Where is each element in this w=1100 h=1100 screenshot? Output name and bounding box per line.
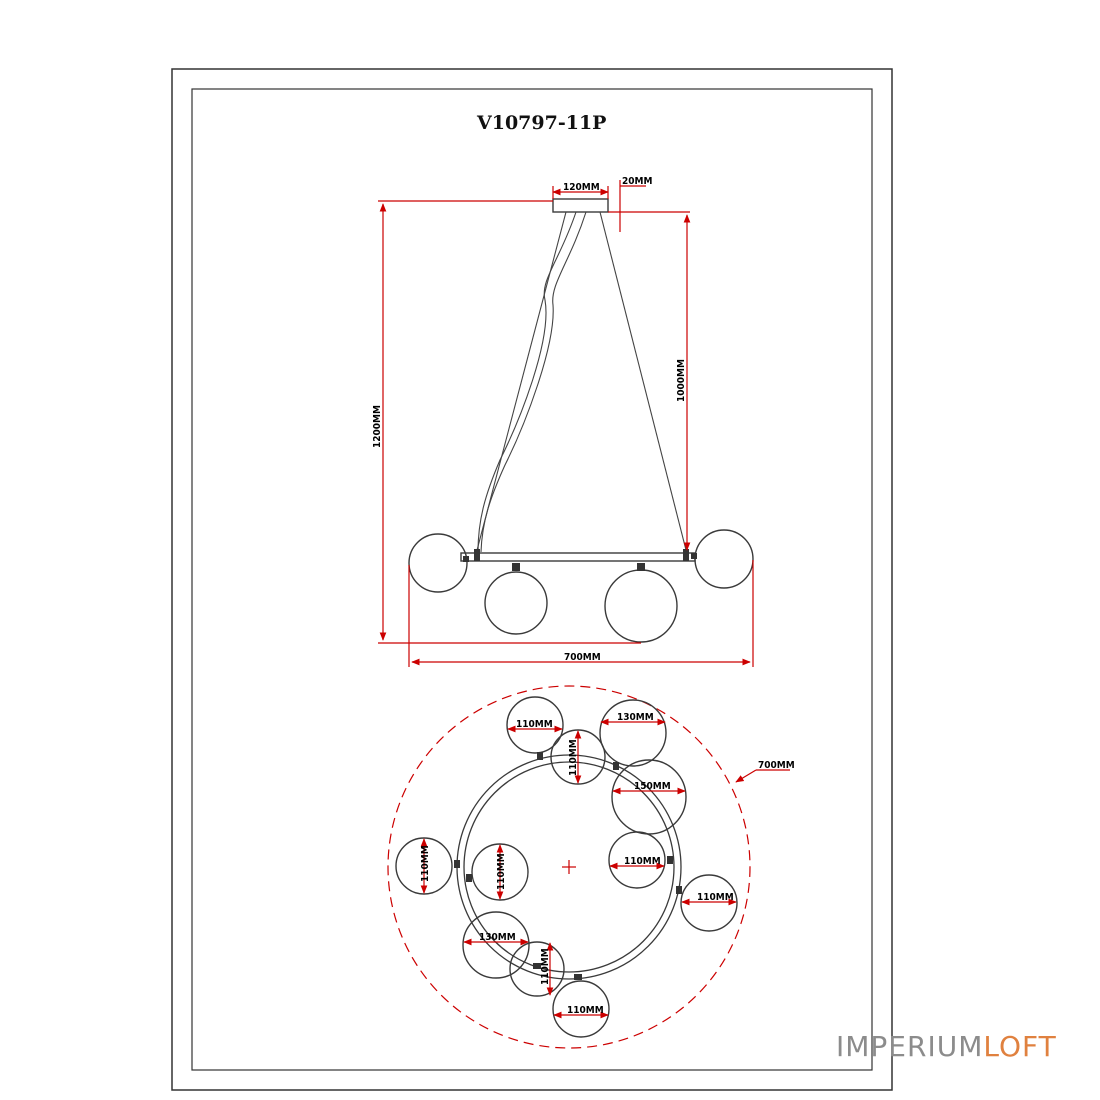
bar-clamp-right [683, 549, 689, 561]
ring-holder-5 [667, 856, 673, 864]
label-globe-5: 110MM [420, 845, 431, 882]
side-globe-4 [694, 529, 754, 589]
ring-holder-2 [613, 762, 619, 770]
top-globe-11 [552, 980, 610, 1038]
top-globe-7 [608, 831, 666, 889]
label-globe-3: 110MM [568, 739, 579, 776]
top-globe-8 [680, 874, 738, 932]
top-globe-1 [506, 696, 564, 754]
side-globe-3 [604, 569, 678, 643]
leader-diameter [735, 769, 757, 783]
globe-holder-4 [691, 553, 697, 559]
label-globe-8: 110MM [697, 892, 734, 903]
label-canopy-height: 20MM [622, 176, 652, 187]
power-cord-2 [480, 211, 587, 553]
top-globe-5 [395, 837, 453, 895]
label-cable-length: 1000MM [676, 359, 687, 402]
globe-holder-1 [463, 556, 469, 562]
label-globe-9: 130MM [479, 932, 516, 943]
ring-holder-8 [533, 963, 541, 969]
outer-frame [171, 68, 893, 1091]
label-overall-height: 1200MM [372, 405, 383, 448]
side-globe-2 [484, 571, 548, 635]
power-cord [477, 211, 577, 553]
top-globe-3 [550, 729, 606, 785]
label-diameter: 700MM [758, 760, 795, 771]
label-globe-2: 130MM [617, 712, 654, 723]
label-globe-6: 110MM [496, 853, 507, 890]
drawing-title: V10797-11P [476, 112, 606, 134]
ring-holder-4 [466, 874, 472, 882]
label-globe-4: 150MM [634, 781, 671, 792]
brand-logo: IMPERIUMLOFT [836, 1033, 1057, 1061]
top-view: 110MM 130MM 110MM 150MM 110MM 110MM 110M… [387, 685, 795, 1049]
top-globe-10 [509, 941, 565, 997]
label-overall-width: 700MM [564, 652, 601, 663]
ring-holder-3 [454, 860, 460, 868]
top-globe-4 [611, 759, 687, 835]
bar-clamp-left [474, 549, 480, 561]
ring-holder-1 [537, 752, 543, 760]
ring-holder-7 [574, 974, 582, 980]
ring-holder-6 [676, 886, 682, 894]
globe-holder-2 [512, 563, 520, 571]
top-globe-6 [471, 843, 529, 901]
brand-part-2: LOFT [983, 1030, 1057, 1063]
label-globe-10: 110MM [540, 948, 551, 985]
suspension-cable-right [599, 211, 687, 551]
label-canopy-width: 120MM [563, 182, 600, 193]
inner-frame [191, 88, 873, 1071]
top-globe-2 [599, 699, 667, 767]
globe-holder-3 [637, 563, 645, 571]
ring-frame-inner [463, 761, 675, 973]
lamp-bar [460, 552, 696, 562]
top-globe-9 [462, 911, 530, 979]
label-globe-11: 110MM [567, 1005, 604, 1016]
brand-part-1: IMPERIUM [836, 1030, 984, 1063]
ceiling-canopy [552, 198, 609, 213]
side-view: 120MM 20MM 1200MM 1000MM 700MM [372, 176, 754, 667]
footprint-circle [387, 685, 751, 1049]
label-globe-7: 110MM [624, 856, 661, 867]
label-globe-1: 110MM [516, 719, 553, 730]
side-globe-1 [408, 533, 468, 593]
